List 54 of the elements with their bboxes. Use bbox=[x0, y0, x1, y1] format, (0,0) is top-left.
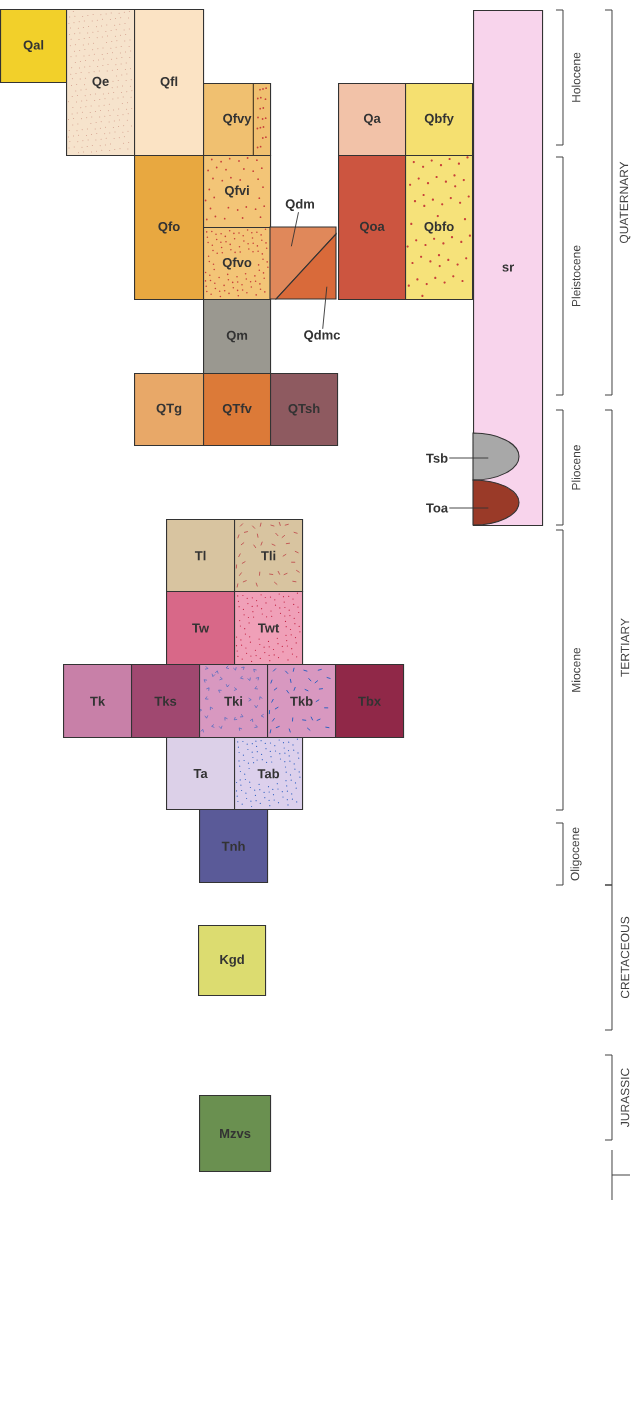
unit-box: Twt bbox=[234, 591, 304, 666]
unit-label: Toa bbox=[426, 503, 449, 513]
unit-label: Tsb bbox=[426, 453, 448, 463]
leader-line bbox=[448, 457, 489, 459]
unit-box: Tnh bbox=[199, 809, 269, 884]
leader-line bbox=[448, 507, 489, 509]
leader-line bbox=[290, 211, 299, 247]
unit-box: QTsh bbox=[270, 373, 339, 447]
age-label: Pliocene bbox=[571, 445, 581, 490]
unit-box: Qoa bbox=[338, 155, 407, 301]
age-label: QUATERNARY bbox=[619, 161, 631, 244]
unit-box: Tli bbox=[234, 519, 304, 593]
node-label: Qfvo bbox=[222, 257, 252, 270]
lens-shape bbox=[472, 479, 520, 526]
unit-box: QTfv bbox=[203, 373, 272, 447]
unit-box: Tl bbox=[166, 519, 236, 593]
age-label: Oligocene bbox=[570, 827, 582, 881]
unit-label: Qdm bbox=[285, 199, 314, 211]
unit-box: Qbfy bbox=[405, 83, 474, 157]
node-label: Ta bbox=[193, 769, 208, 779]
unit-box: Ta bbox=[166, 737, 236, 811]
unit-box: Tk bbox=[63, 664, 133, 739]
unit-box: Tkb bbox=[267, 664, 337, 739]
unit-box: Qfo bbox=[134, 155, 205, 301]
unit-box: Qfvo bbox=[203, 227, 272, 301]
unit-box: Tbx bbox=[335, 664, 405, 739]
unit-box: sr bbox=[473, 10, 544, 527]
unit-box: Tab bbox=[234, 737, 304, 811]
lens-shape bbox=[472, 432, 520, 481]
leader-line bbox=[322, 286, 328, 330]
age-label: Holocene bbox=[571, 52, 581, 102]
age-label: CRETACEOUS bbox=[620, 916, 630, 999]
unit-box: Mzvs bbox=[199, 1095, 272, 1173]
unit-box: Qfvi bbox=[203, 155, 272, 229]
unit-box: Qa bbox=[338, 83, 407, 157]
unit-box: Qal bbox=[0, 9, 68, 84]
age-label: TERTIARY bbox=[620, 618, 630, 677]
unit-label: Qdmc bbox=[304, 330, 341, 342]
unit-box: QTg bbox=[134, 373, 205, 447]
unit-box: Qe bbox=[66, 9, 136, 157]
unit-box: Tks bbox=[131, 664, 201, 739]
unit-box: Qfvy bbox=[203, 82, 272, 157]
node-label: Qfvi bbox=[224, 185, 249, 198]
unit-box: Qm bbox=[203, 299, 272, 375]
unit-box: Tw bbox=[166, 591, 236, 666]
age-label: Miocene bbox=[571, 647, 581, 692]
unit-box: Qfl bbox=[134, 9, 205, 157]
unit-box: Qbfo bbox=[405, 155, 474, 301]
node-label: Tl bbox=[194, 550, 206, 561]
unit-box: Kgd bbox=[198, 925, 267, 997]
node-label: Tki bbox=[224, 696, 243, 706]
unit-box: Tki bbox=[198, 664, 269, 739]
age-label: JURASSIC bbox=[620, 1068, 630, 1127]
age-label: Pleistocene bbox=[571, 245, 581, 307]
